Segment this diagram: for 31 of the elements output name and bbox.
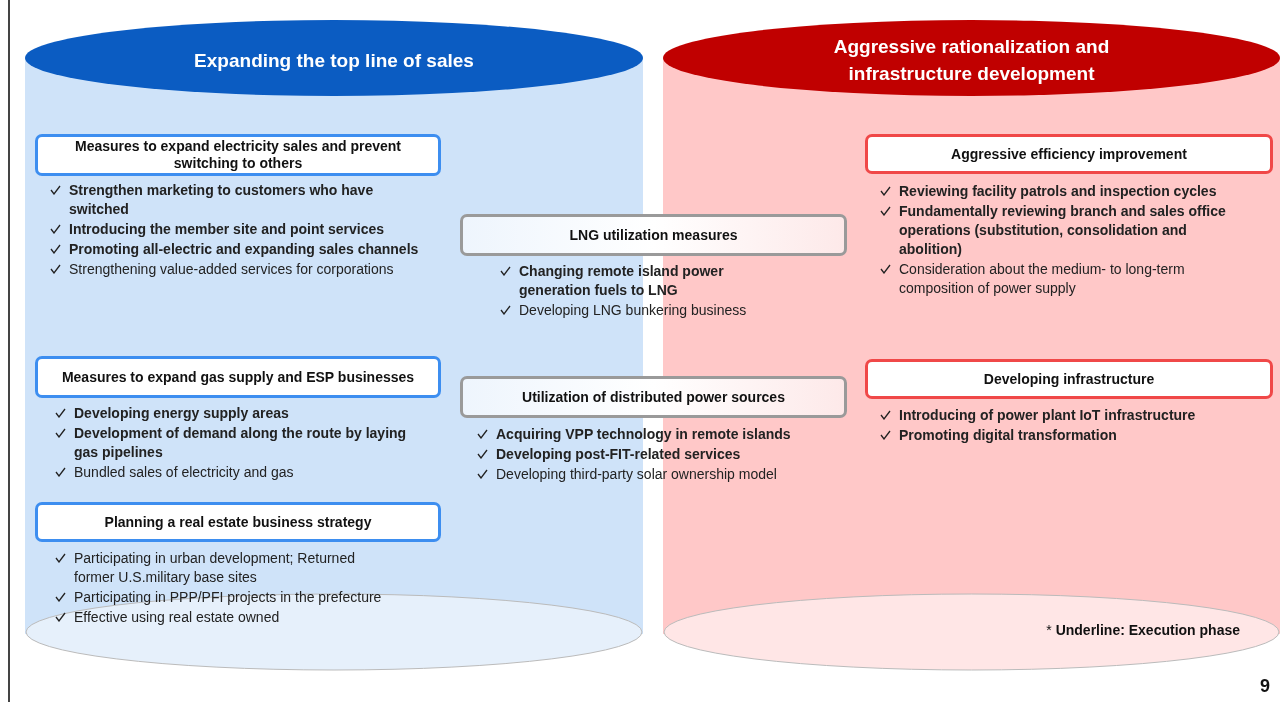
bullet-text: Acquiring VPP technology in remote islands <box>496 425 791 444</box>
heading-box: Utilization of distributed power sources <box>460 376 847 418</box>
bullet-text: Developing post-FIT-related services <box>496 445 741 464</box>
bullet-text: Promoting all-electric and expanding sales channels <box>69 240 419 259</box>
heading-box: Planning a real estate business strategy <box>35 502 441 542</box>
bullet-text: Fundamentally reviewing branch and sales office operations (substitution, consolidation and abolition) <box>899 202 1227 259</box>
bullet-text: Developing third-party solar ownership model <box>496 465 777 484</box>
bullet-text: Developing LNG bunkering business <box>519 301 747 320</box>
bullet-text: Effective using real estate owned <box>74 608 280 627</box>
heading-box: Measures to expand electricity sales and prevent switching to others <box>35 134 441 176</box>
page-number: 9 <box>1260 676 1270 696</box>
heading-box: Aggressive efficiency improvement <box>865 134 1273 174</box>
cylinder-heading: Aggressive rationalization and infrastructure development <box>832 35 1111 86</box>
bullet-text: Introducing the member site and point services <box>69 220 385 239</box>
bullet-text: Consideration about the medium- to long-term composition of power supply <box>899 260 1186 298</box>
bullet-text: Strengthening value-added services for corporations <box>69 260 394 279</box>
bullet-text: Participating in PPP/PFI projects in the prefecture <box>74 588 382 607</box>
bullet-text: Changing remote island power generation fuels to LNG <box>519 262 725 300</box>
footnote: *Underline: Execution phase <box>1046 622 1240 638</box>
heading-box: Developing infrastructure <box>865 359 1273 399</box>
heading-box: Measures to expand gas supply and ESP businesses <box>35 356 441 398</box>
heading-box: LNG utilization measures <box>460 214 847 256</box>
bullet-text: Introducing of power plant IoT infrastructure <box>899 406 1196 425</box>
bullet-text: Participating in urban development; Returned former U.S.military base sites <box>74 549 356 587</box>
bullet-text: Reviewing facility patrols and inspection cycles <box>899 182 1217 201</box>
bullet-text: Promoting digital transformation <box>899 426 1117 445</box>
bullet-text: Developing energy supply areas <box>74 404 289 423</box>
bullet-text: Bundled sales of electricity and gas <box>74 463 294 482</box>
bullet-text: Strengthen marketing to customers who have switched <box>69 181 375 219</box>
cylinder-heading: Expanding the top line of sales <box>194 48 474 73</box>
bullet-text: Development of demand along the route by laying gas pipelines <box>74 424 408 462</box>
